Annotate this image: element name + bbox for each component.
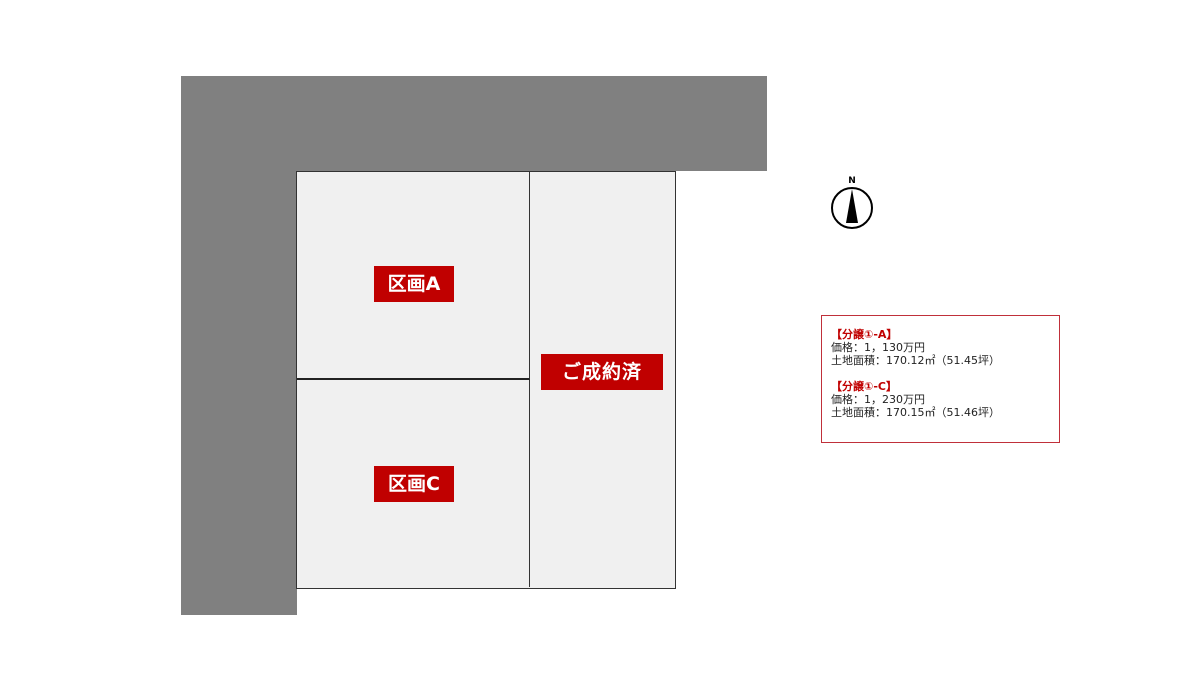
- road-west: [181, 76, 297, 615]
- info-price-c: 価格：1，230万円: [831, 393, 925, 406]
- site-plan: 区画A 区画C ご成約済: [296, 171, 676, 589]
- lot-a-label: 区画A: [374, 266, 454, 302]
- north-arrow-icon: N: [828, 174, 876, 230]
- info-title-a: 【分譲①-A】: [831, 328, 898, 341]
- lot-a[interactable]: 区画A: [297, 172, 530, 380]
- compass-north-label: N: [848, 176, 856, 186]
- lot-c-label: 区画C: [374, 466, 454, 502]
- lot-c[interactable]: 区画C: [297, 380, 530, 587]
- info-area-a: 土地面積：170.12㎡（51.45坪）: [831, 354, 1000, 367]
- info-price-a: 価格：1，130万円: [831, 341, 925, 354]
- price-info-box: 【分譲①-A】 価格：1，130万円 土地面積：170.12㎡（51.45坪） …: [821, 315, 1060, 443]
- info-title-c: 【分譲①-C】: [831, 380, 897, 393]
- sold-label: ご成約済: [541, 354, 663, 390]
- info-area-c: 土地面積：170.15㎡（51.46坪）: [831, 406, 1000, 419]
- lot-b-sold[interactable]: ご成約済: [530, 172, 674, 587]
